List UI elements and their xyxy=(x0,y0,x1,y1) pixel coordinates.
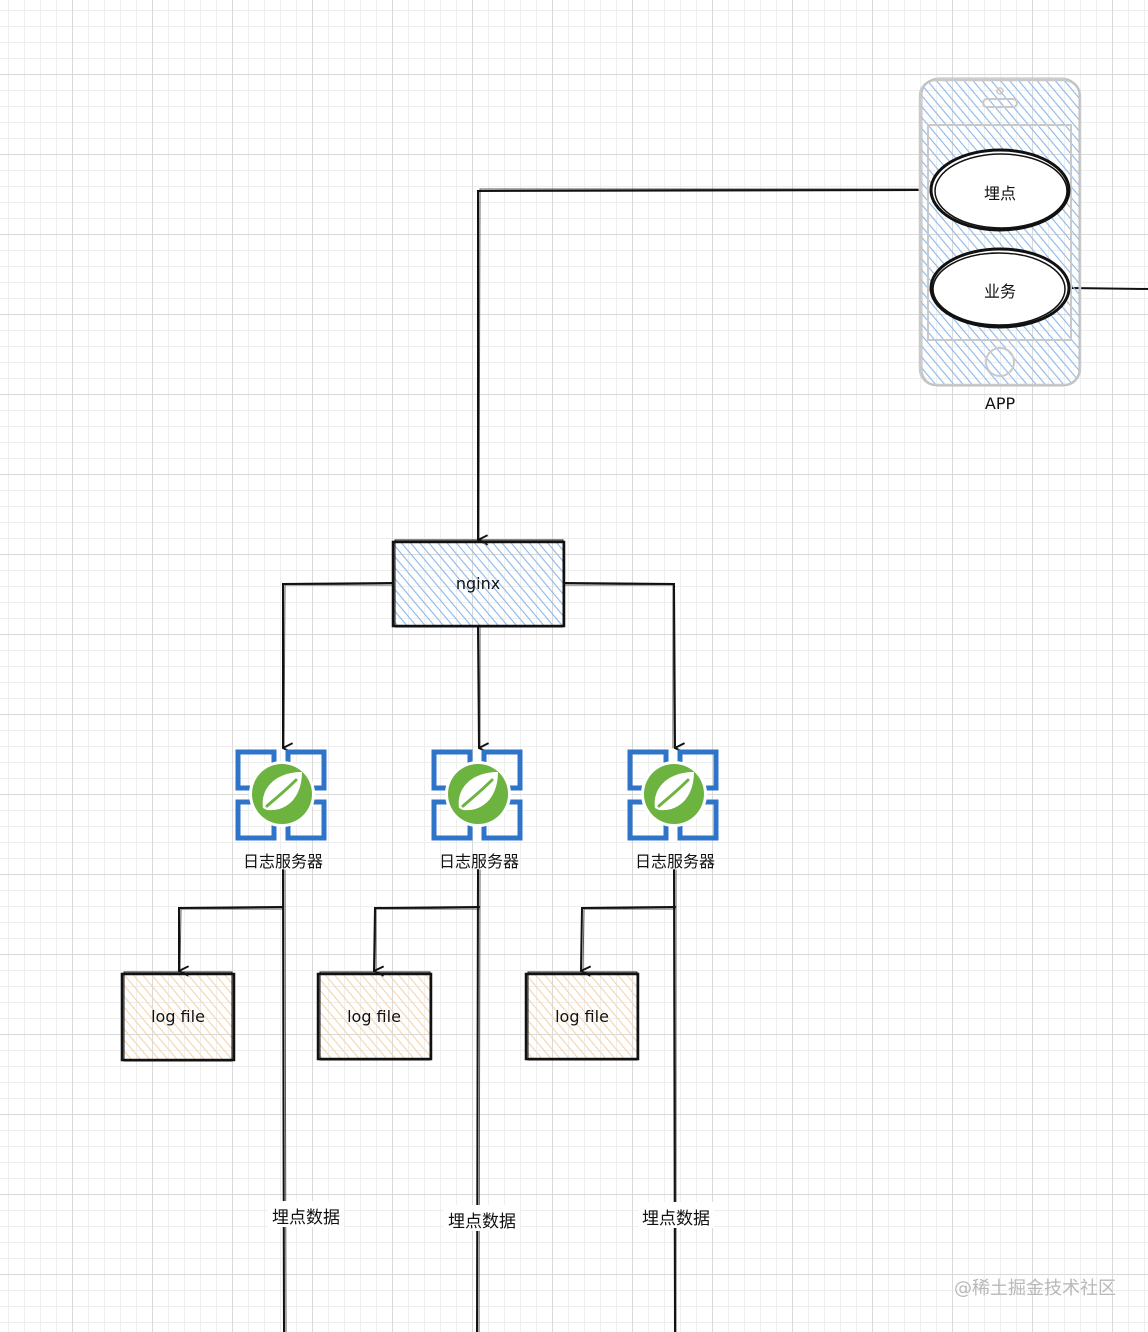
log-file-box-3 xyxy=(524,971,640,1061)
phone-speaker xyxy=(982,98,1018,108)
nginx-label: nginx xyxy=(455,574,501,593)
log-file-label-3: log file xyxy=(555,1007,609,1026)
tracking-oval xyxy=(929,148,1071,232)
data-label-bg-1 xyxy=(268,1201,344,1227)
spring-server-icon-2 xyxy=(431,749,523,841)
business-oval-label: 业务 xyxy=(983,282,1017,301)
phone-screen xyxy=(927,124,1072,341)
connector-server-3-to-log xyxy=(581,906,676,971)
connector-business-out xyxy=(1069,287,1148,290)
watermark: @稀土掘金技术社区 xyxy=(954,1278,1116,1299)
log-file-label-2: log file xyxy=(347,1007,401,1026)
tracking-data-label-2: 埋点数据 xyxy=(448,1212,516,1232)
tracking-data-line-2 xyxy=(476,869,479,1332)
tracking-data-label-3: 埋点数据 xyxy=(642,1209,710,1229)
tracking-data-line-3 xyxy=(673,869,676,1332)
connector-app-to-nginx xyxy=(478,189,919,540)
data-label-bg-2 xyxy=(444,1205,520,1231)
tracking-data-line-1 xyxy=(282,869,285,1332)
connectors xyxy=(179,188,1148,1332)
server-label-1: 日志服务器 xyxy=(242,852,324,871)
business-oval xyxy=(929,247,1071,329)
phone-camera xyxy=(996,87,1004,95)
spring-server-icon-1 xyxy=(235,749,327,841)
server-label-3: 日志服务器 xyxy=(634,852,716,871)
connector-nginx-to-server-3 xyxy=(563,582,675,748)
server-label-2: 日志服务器 xyxy=(438,852,520,871)
connector-server-1-to-log xyxy=(179,906,284,971)
log-file-box-1 xyxy=(120,971,236,1062)
log-file-label-1: log file xyxy=(151,1007,205,1026)
connector-server-2-to-log xyxy=(374,906,480,971)
log-file-box-2 xyxy=(316,971,433,1061)
spring-server-icon-3 xyxy=(627,749,719,841)
connector-nginx-to-server-1 xyxy=(283,582,393,748)
nginx-box xyxy=(391,539,566,628)
app-phone xyxy=(918,77,1082,387)
tracking-data-label-1: 埋点数据 xyxy=(272,1208,340,1228)
tracking-oval-label: 埋点 xyxy=(983,184,1017,203)
app-label: APP xyxy=(984,394,1016,413)
phone-home-button xyxy=(985,347,1015,377)
data-label-bg-3 xyxy=(638,1202,714,1228)
connector-nginx-to-server-2 xyxy=(477,626,479,748)
